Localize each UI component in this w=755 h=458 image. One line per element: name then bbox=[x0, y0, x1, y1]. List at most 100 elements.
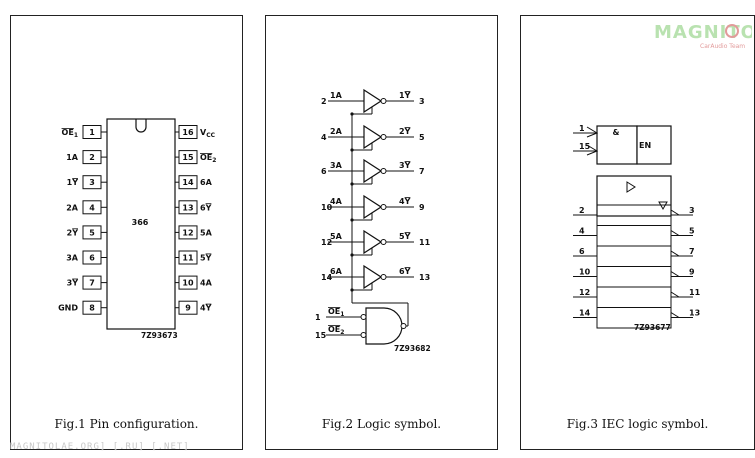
row-input-pin: 14 bbox=[579, 309, 591, 318]
enable-label: OE2 bbox=[328, 325, 344, 336]
inversion-bubble bbox=[360, 314, 367, 320]
fig2-caption: Fig.2 Logic symbol. bbox=[321, 417, 442, 431]
input-label: 2A bbox=[330, 127, 343, 136]
inversion-bubble bbox=[380, 239, 387, 245]
and-control-block bbox=[596, 125, 638, 165]
buffer-gate bbox=[363, 158, 383, 184]
row-input-pin: 10 bbox=[579, 268, 591, 277]
pin-label: OE2 bbox=[200, 153, 216, 164]
inversion-bubble bbox=[380, 98, 387, 104]
pin-label: 4Y bbox=[200, 304, 212, 313]
row-input-pin: 4 bbox=[579, 227, 585, 236]
input-pin-number: 12 bbox=[321, 238, 332, 247]
pin-number: 10 bbox=[182, 279, 194, 288]
buffer-row bbox=[596, 286, 672, 308]
pin-label: 3A bbox=[66, 254, 79, 263]
input-label: 1A bbox=[330, 91, 343, 100]
pin-label: 3Y bbox=[67, 279, 79, 288]
buffer-row bbox=[596, 245, 672, 267]
pin-number: 16 bbox=[182, 128, 194, 137]
enable-label: OE1 bbox=[328, 307, 344, 318]
output-pin-number: 9 bbox=[419, 203, 425, 212]
output-label: 1Y bbox=[399, 91, 411, 100]
output-pin-number: 7 bbox=[419, 167, 425, 176]
output-label: 5Y bbox=[399, 232, 411, 241]
input-pin-number: 14 bbox=[321, 273, 333, 282]
row-output-pin: 11 bbox=[689, 288, 701, 297]
buffer-gate bbox=[363, 264, 383, 290]
pin-label: 4A bbox=[200, 279, 213, 288]
inversion-bubble bbox=[380, 134, 387, 140]
fig3-drawing-code: 7Z93677 bbox=[634, 323, 671, 332]
pin-label: 2A bbox=[66, 203, 79, 212]
pin-box-right bbox=[178, 150, 198, 165]
input-label: 5A bbox=[330, 232, 343, 241]
row-input-pin: 12 bbox=[579, 288, 590, 297]
pin-number: 15 bbox=[182, 153, 194, 162]
pin-number: 12 bbox=[182, 228, 193, 237]
control-pin-number: 15 bbox=[579, 142, 591, 151]
buffer-gate bbox=[363, 88, 383, 114]
output-pin-number: 5 bbox=[419, 133, 425, 142]
row-input-pin: 6 bbox=[579, 247, 585, 256]
negation-indicator bbox=[670, 271, 680, 277]
output-label: 3Y bbox=[399, 161, 411, 170]
ic-part-number: 366 bbox=[132, 218, 149, 227]
negation-indicator bbox=[670, 209, 680, 216]
pin-number: 14 bbox=[182, 178, 194, 187]
pin-number: 2 bbox=[89, 153, 95, 162]
pin-box-right bbox=[178, 300, 198, 315]
fig2-drawing-code: 7Z93682 bbox=[394, 344, 431, 353]
pin-label: VCC bbox=[200, 128, 216, 139]
pin-label: 6A bbox=[200, 178, 213, 187]
pin-number: 8 bbox=[89, 304, 95, 313]
input-pin-number: 6 bbox=[321, 167, 327, 176]
inversion-bubble bbox=[400, 323, 407, 329]
output-label: 2Y bbox=[399, 127, 411, 136]
fig3-caption: Fig.3 IEC logic symbol. bbox=[566, 417, 709, 431]
row-output-pin: 9 bbox=[689, 268, 695, 277]
pin-number: 9 bbox=[185, 304, 191, 313]
row-output-pin: 5 bbox=[689, 227, 695, 236]
output-label: 6Y bbox=[399, 267, 411, 276]
buffer-gate bbox=[363, 124, 383, 150]
pin-box-right bbox=[178, 250, 198, 265]
fig1-caption: Fig.1 Pin configuration. bbox=[54, 417, 199, 431]
row-output-pin: 13 bbox=[689, 309, 700, 318]
buffer-triangle-icon bbox=[626, 181, 636, 193]
enable-pin-number: 15 bbox=[315, 331, 327, 340]
ic-drawing-code: 7Z93673 bbox=[141, 331, 178, 340]
output-pin-number: 13 bbox=[419, 273, 430, 282]
input-pin-number: 4 bbox=[321, 133, 327, 142]
pin-number: 6 bbox=[89, 254, 95, 263]
magnitola-logo: MAGNITOLA CarAudio Team bbox=[654, 22, 752, 50]
output-pin-number: 3 bbox=[419, 97, 425, 106]
pin-label: 5Y bbox=[200, 254, 212, 263]
row-output-pin: 7 bbox=[689, 247, 695, 256]
input-pin-number: 2 bbox=[321, 97, 327, 106]
pin-box-right bbox=[178, 225, 198, 240]
pin-number: 11 bbox=[182, 254, 194, 263]
pin-label: 6Y bbox=[200, 203, 212, 212]
pin-box-right bbox=[178, 125, 198, 139]
pin-number: 13 bbox=[182, 203, 193, 212]
negation-indicator bbox=[586, 144, 599, 156]
negation-indicator bbox=[670, 230, 680, 236]
negation-indicator bbox=[670, 312, 680, 318]
input-pin-number: 10 bbox=[321, 203, 333, 212]
pin-box-right bbox=[178, 175, 198, 190]
pin-label: 1Y bbox=[67, 178, 79, 187]
output-label: 4Y bbox=[399, 197, 411, 206]
control-pin-number: 1 bbox=[579, 124, 585, 133]
ic-notch bbox=[135, 119, 147, 133]
pin-number: 7 bbox=[89, 279, 95, 288]
enable-control-block bbox=[636, 125, 672, 165]
svg-text:CarAudio Team: CarAudio Team bbox=[700, 43, 745, 50]
pin-box-right bbox=[178, 275, 198, 290]
pin-number: 3 bbox=[89, 178, 95, 187]
ic-body bbox=[106, 118, 176, 330]
